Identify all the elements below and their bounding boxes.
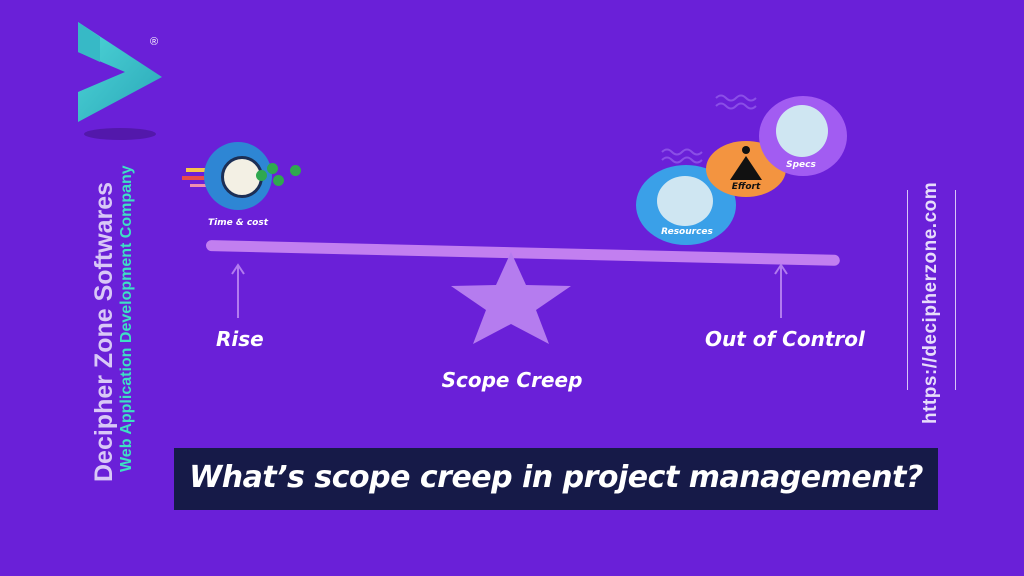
registered-mark: ® [150, 36, 159, 48]
resources-label: Resources [661, 227, 713, 237]
brand-name: Decipher Zone Softwares [90, 181, 118, 482]
mountain-icon [730, 146, 762, 180]
specs-label: Specs [786, 160, 816, 170]
out-of-control-label: Out of Control [705, 327, 865, 351]
divider-line [907, 190, 908, 390]
website-url[interactable]: https://decipherzone.com [920, 181, 941, 424]
logo-icon [78, 22, 162, 140]
scope-creep-label: Scope Creep [441, 368, 583, 392]
dollar-coin-icon [290, 165, 301, 176]
ladder-icon [776, 105, 828, 157]
up-arrow-icon [231, 263, 245, 318]
page-title: What’s scope creep in project management… [189, 460, 923, 495]
title-banner: What’s scope creep in project management… [174, 448, 938, 510]
rise-label: Rise [216, 327, 264, 351]
up-arrow-icon [774, 263, 788, 318]
star-fulcrum-icon [451, 252, 571, 344]
time-cost-label: Time & cost [208, 218, 268, 228]
divider-line [955, 190, 956, 390]
brand-tagline: Web Application Development Company [118, 165, 135, 472]
effort-label: Effort [731, 182, 761, 192]
people-icon [657, 176, 713, 226]
wave-decoration [661, 94, 757, 164]
